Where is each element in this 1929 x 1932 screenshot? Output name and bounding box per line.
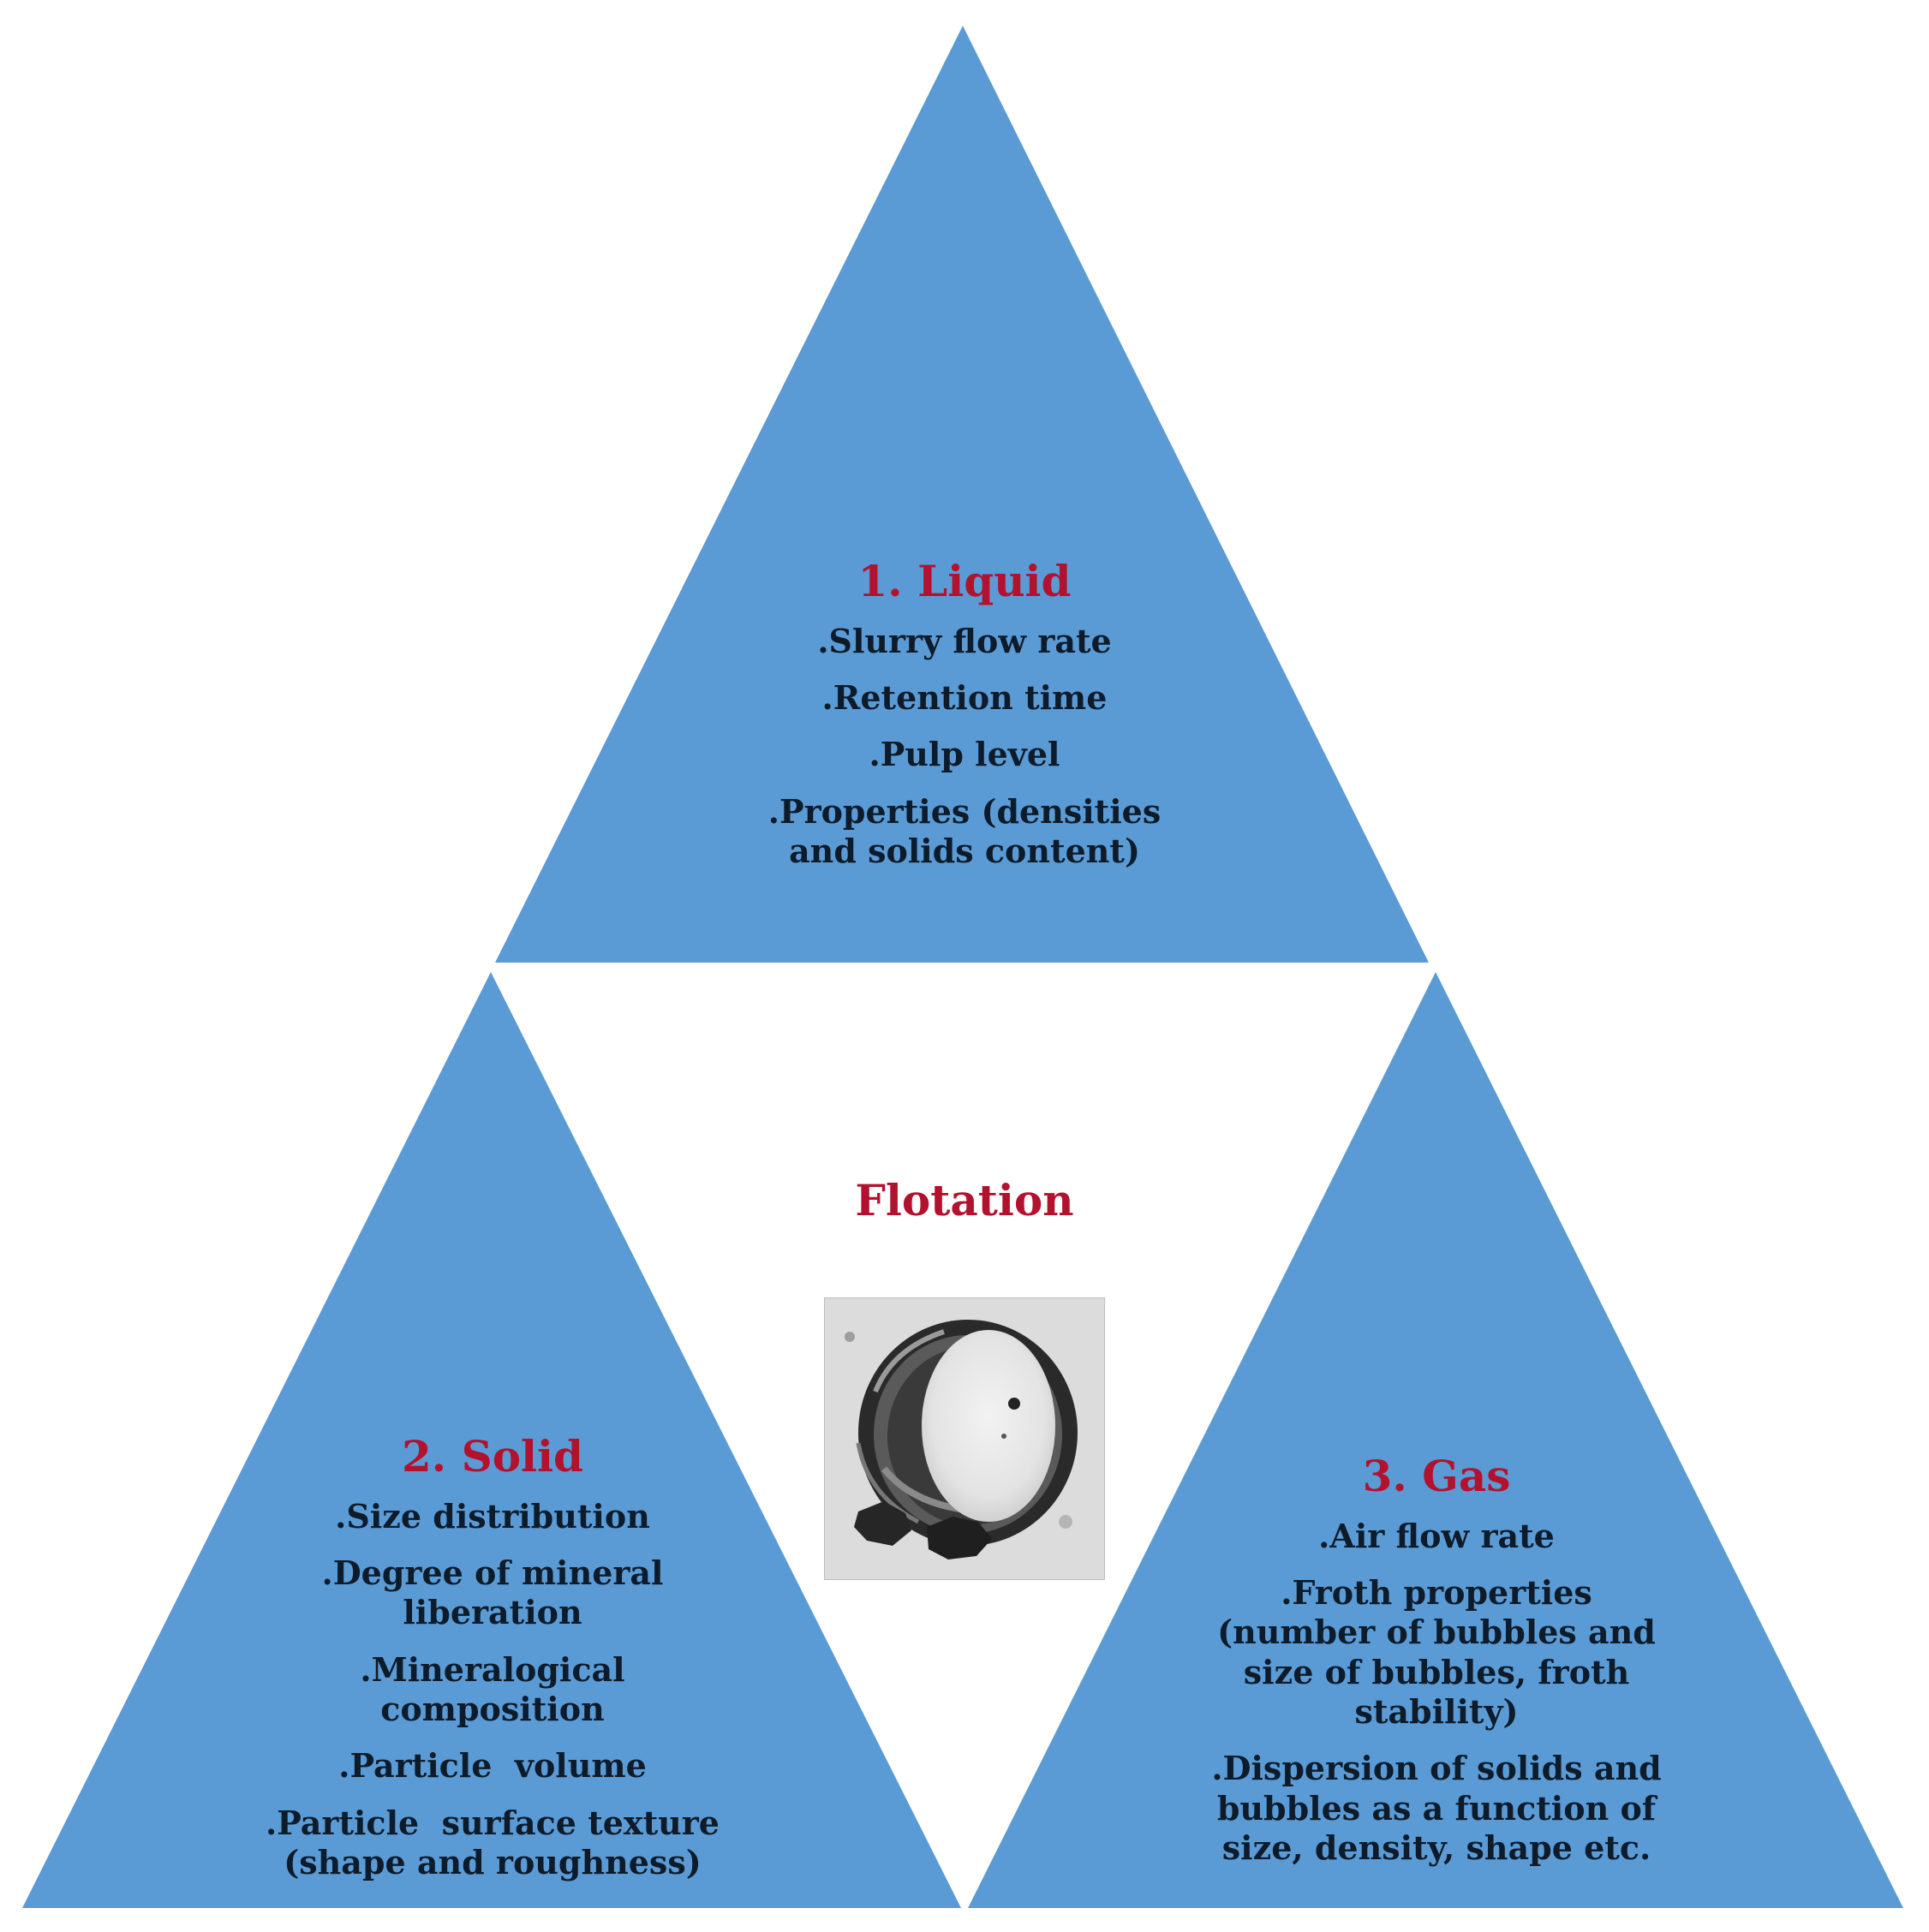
bubble-particle-photo-icon <box>824 1297 1105 1580</box>
liquid-triangle <box>495 26 1429 963</box>
solid-item-particle-volume: .Particle volume <box>338 1746 647 1786</box>
solid-item-particle-surface-texture: .Particle surface texture (shape and rou… <box>266 1803 720 1882</box>
gas-triangle <box>968 972 1903 1908</box>
solid-item-degree-of-liberation: .Degree of mineral liberation <box>321 1553 664 1632</box>
liquid-item-retention-time: .Retention time <box>821 677 1108 717</box>
liquid-item-properties: .Properties (densities and solids conten… <box>767 791 1162 870</box>
gas-heading: 3. Gas <box>1362 1451 1511 1501</box>
gas-section: 3. Gas .Air flow rate .Froth properties … <box>1158 1452 1715 1885</box>
solid-heading: 2. Solid <box>401 1431 583 1482</box>
gas-item-air-flow-rate: .Air flow rate <box>1318 1516 1555 1555</box>
center-title: Flotation <box>855 1175 1074 1225</box>
solid-item-size-distribution: .Size distribution <box>335 1496 650 1535</box>
liquid-item-slurry-flow-rate: .Slurry flow rate <box>817 621 1112 660</box>
solid-section: 2. Solid .Size distribution .Degree of m… <box>214 1432 771 1899</box>
liquid-heading: 1. Liquid <box>857 556 1072 606</box>
liquid-section: 1. Liquid .Slurry flow rate .Retention t… <box>708 557 1221 888</box>
gas-item-froth-properties: .Froth properties (number of bubbles and… <box>1217 1572 1656 1731</box>
gas-item-dispersion: .Dispersion of solids and bubbles as a f… <box>1211 1749 1662 1868</box>
solid-item-mineralogical-composition: .Mineralogical composition <box>360 1649 625 1728</box>
solid-triangle <box>22 972 961 1908</box>
liquid-item-pulp-level: .Pulp level <box>869 735 1060 774</box>
